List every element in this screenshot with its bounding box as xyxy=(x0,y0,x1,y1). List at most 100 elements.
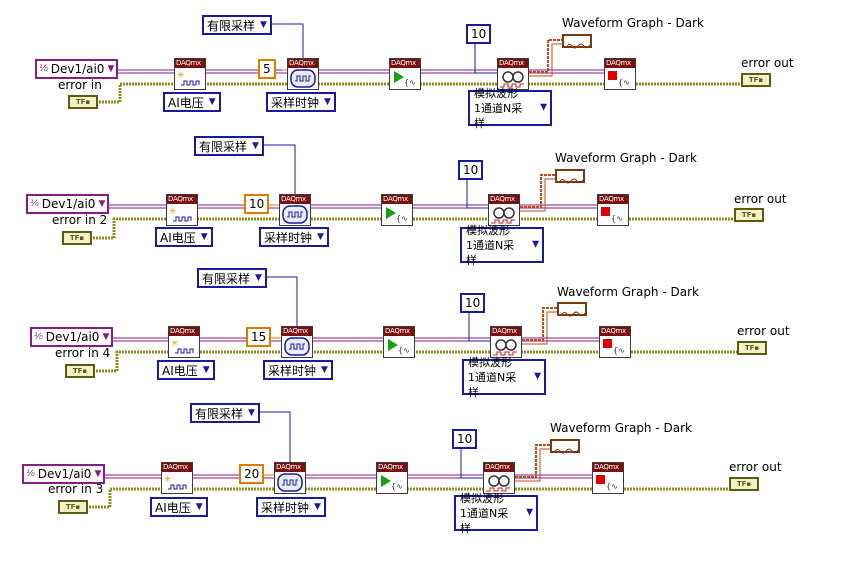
error-in-terminal[interactable]: TF▪ xyxy=(65,364,95,378)
start-task-glyph: {∿ xyxy=(381,475,403,491)
clear-task-node[interactable]: DAQmx{∿ xyxy=(592,462,624,494)
waveform-icon xyxy=(565,43,591,49)
waveform-graph-terminal[interactable] xyxy=(557,302,587,317)
waveform-icon xyxy=(560,311,586,317)
read-node[interactable]: DAQmx xyxy=(490,326,522,358)
error-out-terminal[interactable]: TF▪ xyxy=(734,208,764,222)
dropdown-arrow-icon[interactable]: ▼ xyxy=(248,408,255,418)
dropdown-arrow-icon[interactable]: ▼ xyxy=(540,102,547,113)
sample-clock-node[interactable]: DAQmx xyxy=(279,194,311,226)
dropdown-arrow-icon[interactable]: ▼ xyxy=(94,469,102,479)
waveform-graph-terminal[interactable] xyxy=(555,169,585,184)
dropdown-arrow-icon[interactable]: ▼ xyxy=(534,371,541,382)
channel-type-selector[interactable]: AI电压▼ xyxy=(157,360,215,380)
clear-task-node[interactable]: DAQmx{∿ xyxy=(604,58,636,90)
sample-clock-glyph xyxy=(284,337,310,356)
rate-constant[interactable]: 5 xyxy=(258,59,276,79)
channel-type-selector[interactable]: AI电压 ▼ xyxy=(155,227,213,247)
channel-type-selector[interactable]: AI电压▼ xyxy=(150,497,208,517)
dropdown-arrow-icon[interactable]: ▼ xyxy=(107,64,115,74)
clear-task-glyph: {∿ xyxy=(596,475,618,491)
start-task-node[interactable]: DAQmx{∿ xyxy=(383,326,415,358)
rate-constant[interactable]: 15 xyxy=(246,327,272,347)
samples-constant[interactable]: 10 xyxy=(460,293,486,313)
samples-constant[interactable]: 10 xyxy=(466,24,492,44)
io-icon: ⅟₀ xyxy=(34,332,43,342)
dropdown-arrow-icon[interactable]: ▼ xyxy=(208,97,216,107)
dropdown-arrow-icon[interactable]: ▼ xyxy=(102,332,110,342)
svg-text:{∿: {∿ xyxy=(606,482,618,491)
clear-task-node[interactable]: DAQmx{∿ xyxy=(597,194,629,226)
dropdown-arrow-icon[interactable]: ▼ xyxy=(324,97,331,107)
timing-type-selector[interactable]: 采样时钟▼ xyxy=(263,360,333,380)
dropdown-arrow-icon[interactable]: ▼ xyxy=(260,20,267,30)
create-channel-node[interactable]: DAQmx✳ xyxy=(161,462,193,494)
error-out-terminal[interactable]: TF▪ xyxy=(741,73,771,87)
create-channel-node[interactable]: DAQmx ✳ xyxy=(166,194,198,226)
dropdown-arrow-icon[interactable]: ▼ xyxy=(317,232,324,242)
clear-task-node[interactable]: DAQmx{∿ xyxy=(599,326,631,358)
read-glyph xyxy=(486,475,510,492)
vi-header: DAQmx xyxy=(498,59,528,68)
sample-mode-constant[interactable]: 有限采样▼ xyxy=(190,403,260,423)
dropdown-arrow-icon[interactable]: ▼ xyxy=(532,239,539,250)
dropdown-arrow-icon[interactable]: ▼ xyxy=(314,502,321,512)
dropdown-arrow-icon[interactable]: ▼ xyxy=(526,507,533,518)
dropdown-arrow-icon[interactable]: ▼ xyxy=(195,502,203,512)
error-in-terminal[interactable]: TF▪ xyxy=(68,95,98,109)
samples-constant[interactable]: 10 xyxy=(452,429,478,449)
read-node[interactable]: DAQmx xyxy=(483,462,515,494)
dropdown-arrow-icon[interactable]: ▼ xyxy=(200,232,208,242)
read-type-line1: 模拟波形 xyxy=(460,491,504,505)
svg-text:{∿: {∿ xyxy=(613,346,625,355)
error-in-terminal[interactable]: TF▪ xyxy=(58,500,88,514)
channel-type-selector[interactable]: AI电压▼ xyxy=(163,92,221,112)
waveform-graph-terminal[interactable] xyxy=(562,34,592,49)
waveform-graph-terminal[interactable] xyxy=(550,439,580,454)
sample-mode-constant[interactable]: 有限采样▼ xyxy=(197,268,267,288)
sample-clock-node[interactable]: DAQmx xyxy=(281,326,313,358)
create-channel-glyph: ✳ xyxy=(169,207,192,222)
timing-type-selector[interactable]: 采样时钟▼ xyxy=(266,92,336,112)
dropdown-arrow-icon[interactable]: ▼ xyxy=(98,199,106,209)
vi-header: DAQmx xyxy=(167,195,197,204)
vi-header: DAQmx xyxy=(162,463,192,472)
sample-mode-constant[interactable]: 有限采样▼ xyxy=(202,15,272,35)
error-out-terminal[interactable]: TF▪ xyxy=(729,477,759,491)
read-node[interactable]: DAQmx xyxy=(488,194,520,226)
dropdown-arrow-icon[interactable]: ▼ xyxy=(202,365,210,375)
sample-clock-node[interactable]: DAQmx xyxy=(274,462,306,494)
dropdown-arrow-icon[interactable]: ▼ xyxy=(252,141,259,151)
sample-clock-node[interactable]: DAQmx xyxy=(287,58,319,90)
sample-mode-constant[interactable]: 有限采样▼ xyxy=(194,136,264,156)
channel-type-value: AI电压 xyxy=(160,230,196,245)
start-task-node[interactable]: DAQmx{∿ xyxy=(381,194,413,226)
timing-type-selector[interactable]: 采样时钟▼ xyxy=(256,497,326,517)
dropdown-arrow-icon[interactable]: ▼ xyxy=(321,365,328,375)
error-in-terminal[interactable]: TF▪ xyxy=(62,231,92,245)
error-out-terminal[interactable]: TF▪ xyxy=(737,341,767,355)
create-channel-node[interactable]: DAQmx✳ xyxy=(168,326,200,358)
read-glyph xyxy=(491,207,515,224)
start-task-node[interactable]: DAQmx{∿ xyxy=(376,462,408,494)
dropdown-arrow-icon[interactable]: ▼ xyxy=(255,273,262,283)
clear-task-glyph: {∿ xyxy=(601,207,623,223)
timing-type-selector[interactable]: 采样时钟▼ xyxy=(259,227,329,247)
io-icon: ⅟₀ xyxy=(26,469,35,479)
vi-header: DAQmx xyxy=(288,59,318,68)
create-channel-node[interactable]: DAQmx✳ xyxy=(174,58,206,90)
samples-constant[interactable]: 10 xyxy=(458,160,484,180)
read-node[interactable]: DAQmx xyxy=(497,58,529,90)
rate-constant[interactable]: 10 xyxy=(244,194,270,214)
start-task-node[interactable]: DAQmx{∿ xyxy=(389,58,421,90)
rate-constant[interactable]: 20 xyxy=(239,464,265,484)
